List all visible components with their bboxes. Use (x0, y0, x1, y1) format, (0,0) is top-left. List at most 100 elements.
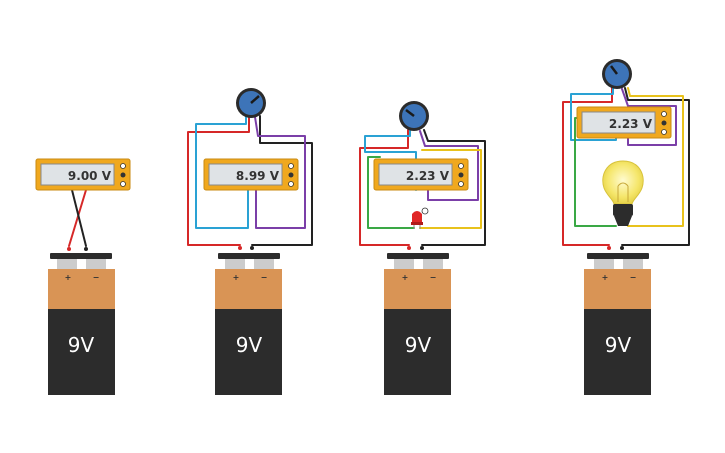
red-led-icon[interactable] (411, 207, 429, 229)
wire-endpoint[interactable] (407, 246, 411, 250)
wire-endpoint[interactable] (67, 247, 71, 251)
info-icon[interactable] (421, 207, 429, 215)
wire-endpoint[interactable] (620, 246, 624, 250)
bulb-filament (617, 182, 629, 202)
battery-9v[interactable]: + − 9V (48, 253, 115, 395)
probe-port-icon[interactable] (120, 181, 126, 187)
battery-terminal-plus[interactable] (394, 259, 414, 269)
battery-bottom (215, 309, 282, 395)
probe-port-icon[interactable] (288, 172, 294, 178)
potentiometer[interactable] (399, 101, 429, 131)
wire-green[interactable] (367, 156, 415, 229)
wire-black[interactable] (251, 115, 313, 246)
probe-port-icon[interactable] (120, 163, 126, 169)
battery-9v[interactable]: + − 9V (215, 253, 282, 395)
wire-red[interactable] (68, 189, 87, 247)
wire-endpoint[interactable] (607, 246, 611, 250)
circuit-1: 9.00 V + − 9V (35, 158, 131, 395)
circuit-4: 2.23 V + − 9V (562, 59, 690, 395)
wire-black[interactable] (421, 129, 486, 246)
potentiometer[interactable] (602, 59, 632, 89)
battery-9v[interactable]: + − 9V (384, 253, 451, 395)
led-lens (412, 211, 422, 222)
minus-sign: − (93, 273, 100, 282)
plus-sign: + (65, 273, 72, 282)
battery-label: 9V (605, 333, 632, 357)
wire-red[interactable] (359, 129, 410, 246)
minus-sign: − (630, 273, 637, 282)
light-bulb-icon[interactable] (602, 160, 644, 226)
wire-purple[interactable] (621, 88, 677, 146)
wire-black[interactable] (621, 87, 690, 246)
knob-indicator (610, 65, 618, 75)
wire-endpoint[interactable] (84, 247, 88, 251)
battery-bottom (48, 309, 115, 395)
wire-endpoint[interactable] (250, 246, 254, 250)
battery-cap (218, 253, 280, 259)
led-base (411, 222, 423, 225)
circuit-2: 8.99 V + − 9V (187, 88, 313, 395)
bulb-socket-base (614, 216, 632, 226)
battery-label: 9V (68, 333, 95, 357)
multimeter-screen (581, 111, 656, 134)
battery-terminal-minus[interactable] (254, 259, 274, 269)
bulb-socket (613, 204, 633, 216)
plus-sign: + (602, 273, 609, 282)
probe-port-icon[interactable] (458, 181, 464, 187)
battery-cap (387, 253, 449, 259)
probe-port-icon[interactable] (288, 163, 294, 169)
meter-reading: 2.23 V (609, 117, 653, 131)
multimeter[interactable]: 9.00 V (35, 158, 131, 191)
probe-port-icon[interactable] (120, 172, 126, 178)
battery-terminal-plus[interactable] (225, 259, 245, 269)
multimeter[interactable]: 2.23 V (373, 158, 469, 191)
battery-terminal-plus[interactable] (594, 259, 614, 269)
probe-port-icon[interactable] (661, 120, 667, 126)
wire-blue[interactable] (364, 129, 417, 191)
battery-label: 9V (236, 333, 263, 357)
probe-port-icon[interactable] (661, 111, 667, 117)
wire-red[interactable] (562, 87, 613, 246)
plus-sign: + (402, 273, 409, 282)
battery-terminal-minus[interactable] (623, 259, 643, 269)
meter-reading: 2.23 V (406, 169, 450, 183)
wire-yellow[interactable] (627, 87, 684, 227)
wire-blue[interactable] (195, 115, 249, 229)
probe-port-icon[interactable] (288, 181, 294, 187)
battery-terminal-minus[interactable] (423, 259, 443, 269)
battery-top (384, 269, 451, 309)
minus-sign: − (261, 273, 268, 282)
wire-purple[interactable] (419, 130, 479, 201)
battery-bottom (384, 309, 451, 395)
meter-reading: 9.00 V (68, 169, 112, 183)
meter-reading: 8.99 V (236, 169, 280, 183)
plus-sign: + (233, 273, 240, 282)
battery-cap (587, 253, 649, 259)
battery-terminal-minus[interactable] (86, 259, 106, 269)
multimeter-screen (40, 163, 115, 186)
wire-endpoint[interactable] (420, 246, 424, 250)
multimeter[interactable]: 8.99 V (203, 158, 299, 191)
battery-9v[interactable]: + − 9V (584, 253, 651, 395)
battery-top (48, 269, 115, 309)
battery-bottom (584, 309, 651, 395)
battery-cap (50, 253, 112, 259)
knob-indicator (250, 95, 260, 104)
potentiometer[interactable] (236, 88, 266, 118)
wire-red[interactable] (187, 115, 250, 246)
probe-port-icon[interactable] (458, 163, 464, 169)
multimeter[interactable]: 2.23 V (576, 106, 672, 139)
wire-blue[interactable] (570, 87, 617, 141)
battery-label: 9V (405, 333, 432, 357)
multimeter-screen (208, 163, 283, 186)
circuit-3: 2.23 V + − 9V (359, 101, 486, 395)
battery-top (584, 269, 651, 309)
wire-purple[interactable] (254, 116, 306, 229)
probe-port-icon[interactable] (458, 172, 464, 178)
wire-endpoint[interactable] (238, 246, 242, 250)
wire-black[interactable] (71, 189, 87, 247)
probe-port-icon[interactable] (661, 129, 667, 135)
knob-indicator (405, 109, 415, 117)
battery-terminal-plus[interactable] (57, 259, 77, 269)
wire-yellow[interactable] (419, 149, 482, 229)
